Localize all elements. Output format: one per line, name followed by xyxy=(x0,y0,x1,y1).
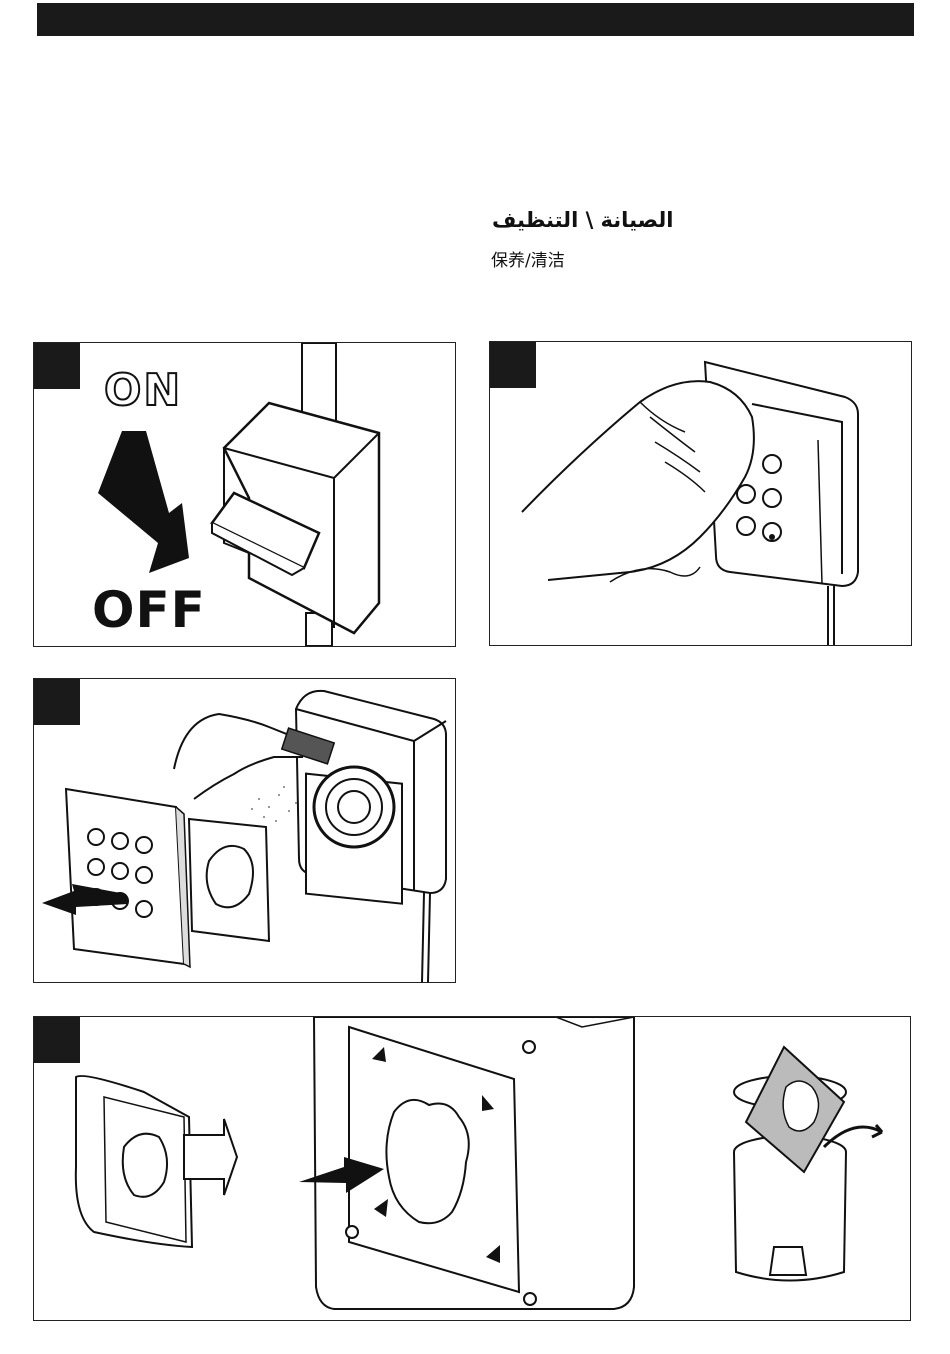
section-title-chinese: 保养/清洁 xyxy=(491,246,565,271)
section-title-arabic: الصيانة \ التنظيف xyxy=(492,208,673,232)
step-2-panel xyxy=(489,341,912,646)
remove-cover-illustration xyxy=(34,679,455,982)
header-bar xyxy=(37,3,914,36)
off-label: OFF xyxy=(92,581,206,639)
replace-filter-illustration xyxy=(34,1017,910,1320)
step-4-panel xyxy=(33,1016,911,1321)
step-3-panel xyxy=(33,678,456,983)
step-number-box xyxy=(490,342,536,388)
outline-arrow-icon xyxy=(184,1119,237,1195)
brand-logo-icon xyxy=(769,534,775,540)
step-number-box xyxy=(34,679,80,725)
wipe-cover-illustration xyxy=(490,342,911,645)
step-1-panel: ON OFF xyxy=(33,342,456,647)
step-number-box xyxy=(34,343,80,389)
step-number-box xyxy=(34,1017,80,1063)
on-label: ON xyxy=(104,365,182,416)
down-arrow-icon xyxy=(98,431,189,573)
